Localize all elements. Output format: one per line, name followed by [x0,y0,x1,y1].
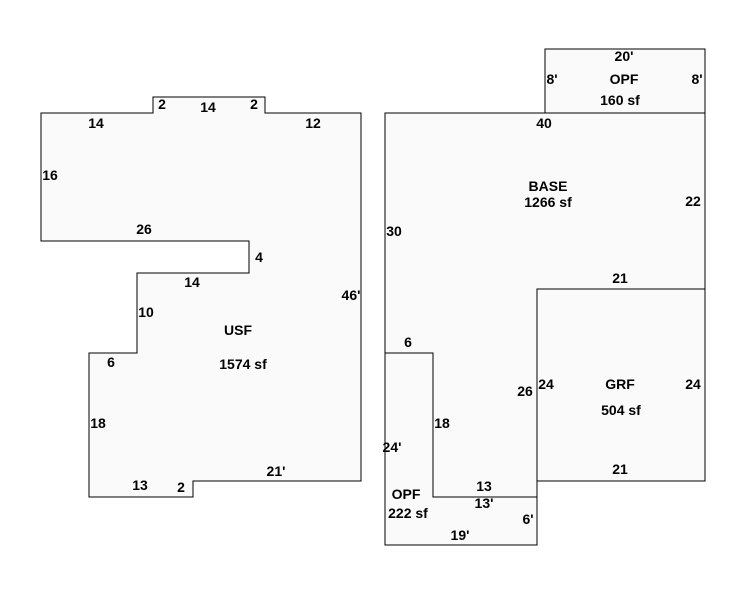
usf-dim-step-4: 4 [255,249,263,265]
grf-dim-right: 24 [685,376,701,392]
usf-dim-notch-left: 2 [158,96,166,112]
base-dim-left: 30 [386,223,402,239]
opf-bottom-dim-right: 6' [522,511,533,527]
usf-outline [40,96,362,498]
base-dim-inner-18: 18 [434,415,450,431]
usf-dim-top-right: 12 [305,115,321,131]
opf-bottom-area: 222 sf [388,505,428,521]
opf-bottom-dim-top: 13' [475,495,494,511]
opf-top-dim-top: 20' [615,48,634,64]
usf-dim-left-6: 6 [107,354,115,370]
base-name: BASE [529,178,568,194]
opf-top-area: 160 sf [600,92,640,108]
opf-top-dim-left: 8' [546,71,557,87]
grf-name: GRF [605,376,635,392]
opf-bottom-dim-bottom: 19' [451,527,470,543]
usf-dim-bottom-2: 2 [177,479,185,495]
base-dim-bottom-13: 13 [476,478,492,494]
usf-dim-notch-top: 14 [200,99,216,115]
usf-dim-bottom-13: 13 [132,477,148,493]
usf-dim-right-46: 46' [342,287,361,303]
usf-dim-notch-right: 2 [250,96,258,112]
base-dim-left-6: 6 [404,334,412,350]
usf-dim-mid-26: 26 [136,221,152,237]
base-dim-right: 22 [685,193,701,209]
usf-dim-left-18: 18 [90,415,106,431]
base-dim-inner-21: 21 [612,270,628,286]
base-dim-top: 40 [536,115,552,131]
usf-dim-top-left: 14 [88,115,104,131]
opf-bottom-outline [384,352,538,546]
base-area: 1266 sf [524,194,572,210]
usf-dim-step-14: 14 [184,274,200,290]
opf-top-name: OPF [610,71,639,87]
opf-top-outline [544,48,706,114]
opf-bottom-dim-left: 24' [383,439,402,455]
grf-area: 504 sf [601,402,641,418]
usf-dim-bottom-21: 21' [267,463,286,479]
usf-dim-left-16: 16 [42,167,58,183]
usf-name: USF [224,322,252,338]
opf-bottom-name: OPF [392,486,421,502]
grf-dim-left: 24 [538,376,554,392]
opf-top-dim-right: 8' [691,71,702,87]
base-dim-inner-26: 26 [517,383,533,399]
usf-dim-left-10: 10 [138,304,154,320]
grf-outline [536,288,706,482]
usf-area: 1574 sf [219,356,267,372]
grf-dim-bottom: 21 [612,461,628,477]
